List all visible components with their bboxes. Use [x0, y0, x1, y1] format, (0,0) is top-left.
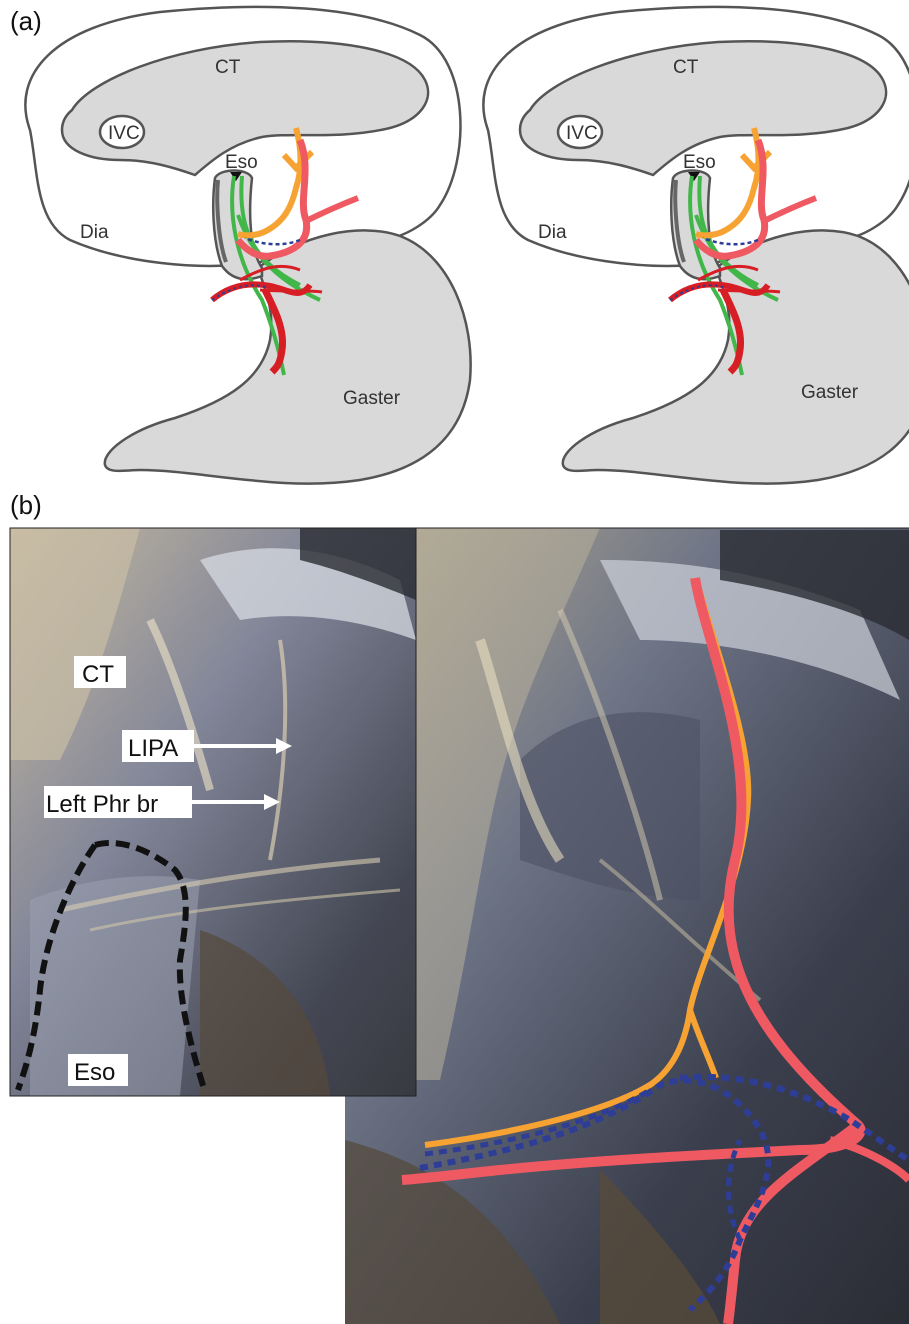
ct-label: CT — [215, 57, 241, 78]
photo-lipa-label: LIPA — [128, 735, 178, 762]
diagram-left: CT IVC Eso Dia Gaster — [25, 7, 470, 484]
diagram-right: CT IVC Eso Dia Gaster — [483, 7, 909, 484]
photo-left-phr-br-label: Left Phr br — [46, 791, 158, 818]
photo-ct-label: CT — [82, 661, 114, 688]
photo-eso-label: Eso — [74, 1059, 115, 1086]
panel-a-label: (a) — [10, 6, 42, 36]
dia-label: Dia — [538, 222, 567, 243]
panel-b-label: (b) — [10, 490, 42, 520]
eso-label: Eso — [683, 152, 716, 173]
gaster-label: Gaster — [801, 382, 859, 403]
ivc-label: IVC — [108, 123, 140, 144]
ct-label: CT — [673, 57, 699, 78]
gaster-label: Gaster — [343, 388, 401, 409]
eso-label: Eso — [225, 152, 258, 173]
right-photo — [345, 528, 909, 1324]
dia-label: Dia — [80, 222, 109, 243]
ivc-label: IVC — [566, 123, 598, 144]
